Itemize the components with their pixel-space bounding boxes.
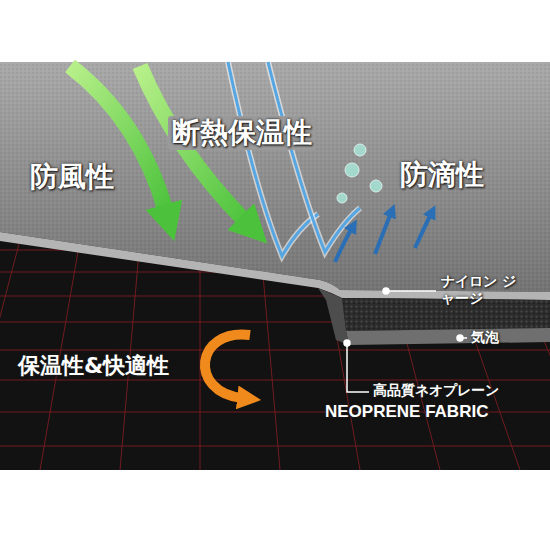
property-label: 防風性 xyxy=(30,160,114,194)
property-title: 断熱保温性 xyxy=(168,116,316,150)
property-label: 防滴性 xyxy=(400,158,484,192)
layer-label: 気泡 xyxy=(471,329,499,346)
layer-label: ナイロン ジャージ xyxy=(441,273,519,307)
property-label: 保温性&快適性 xyxy=(18,353,169,379)
material-label: 高品質ネオプレーン xyxy=(373,382,499,399)
material-name: NEOPRENE FABRIC xyxy=(325,402,488,422)
